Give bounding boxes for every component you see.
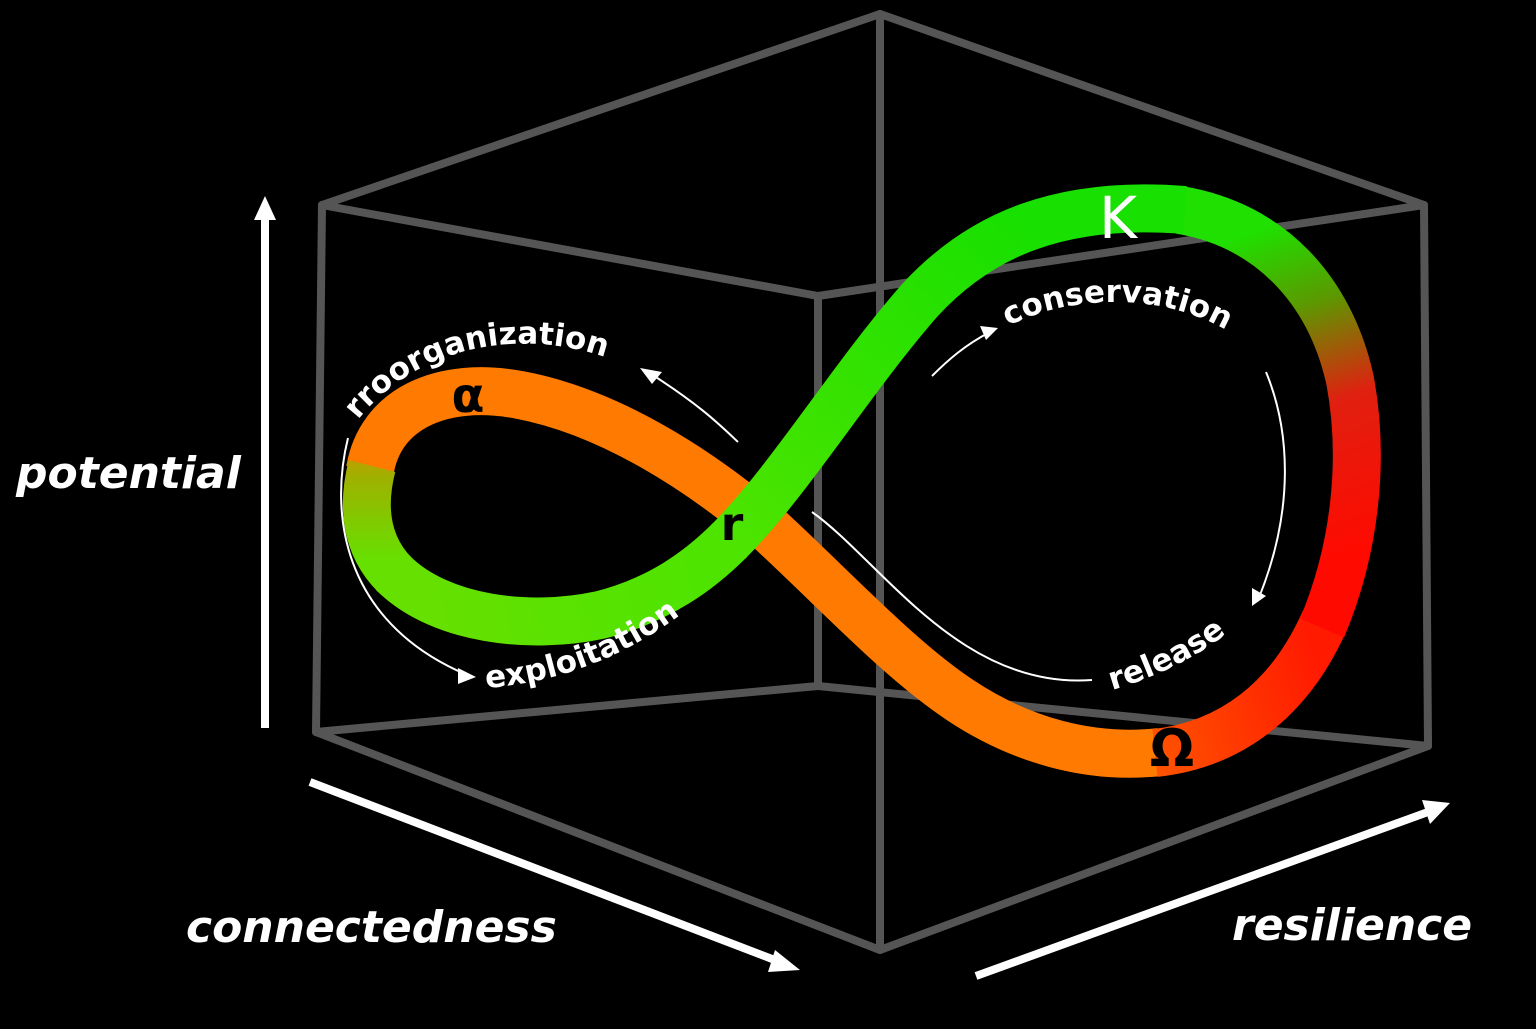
phase-label-release: release [1104, 611, 1232, 698]
ribbon-release-bottom [1151, 610, 1347, 777]
arrowhead-reorganization-icon [640, 368, 662, 384]
arrow-up-right-icon [974, 800, 1450, 980]
flow-arrow-exploitation [340, 437, 466, 675]
box-edge-bottom-right [876, 742, 1432, 954]
ribbon-front-right [1175, 186, 1381, 638]
ribbon-green-rise [710, 184, 1187, 559]
box-edge-top-left [318, 10, 884, 209]
arrowhead-exploitation-icon [458, 668, 476, 684]
symbol-omega: Ω [1150, 719, 1194, 779]
box-edge-left-vertical [312, 201, 326, 736]
ribbon-orange-back [346, 367, 1163, 778]
adaptive-cycle-ribbon [342, 184, 1381, 778]
axis-label-resilience: resilience [1232, 900, 1473, 951]
arrowhead-release-icon [1252, 588, 1266, 606]
arrow-up-icon [254, 196, 276, 728]
box-edge-right-vertical [1420, 201, 1432, 750]
box-wireframe [312, 10, 1432, 954]
arrowhead-conservation-icon [980, 326, 998, 340]
axis-label-connectedness: connectedness [186, 902, 557, 953]
ribbon-left-loop [342, 460, 413, 592]
phase-label-conservation: conservation [996, 274, 1238, 337]
flow-arrow-release-bottom [811, 511, 1093, 682]
flow-arrow-conservation [931, 331, 991, 377]
flow-arrowheads [458, 326, 1266, 684]
symbol-k: K [1099, 184, 1139, 252]
box-edge-top-right [876, 10, 1428, 209]
box-edge-bottom-left [312, 728, 884, 954]
axis-label-potential: potential [16, 448, 241, 499]
flow-arrow-release-right [1257, 371, 1286, 601]
ribbon-exploitation [376, 522, 747, 646]
flow-arrows [340, 331, 1286, 682]
axis-arrows [254, 196, 1450, 980]
flow-arrow-reorganization [647, 371, 739, 443]
arrow-down-right-icon [308, 778, 800, 972]
box-inner-bottom-left [312, 682, 822, 736]
box-inner-top-left [318, 201, 822, 300]
symbol-alpha: α [452, 368, 485, 424]
symbol-r: r [721, 497, 744, 551]
